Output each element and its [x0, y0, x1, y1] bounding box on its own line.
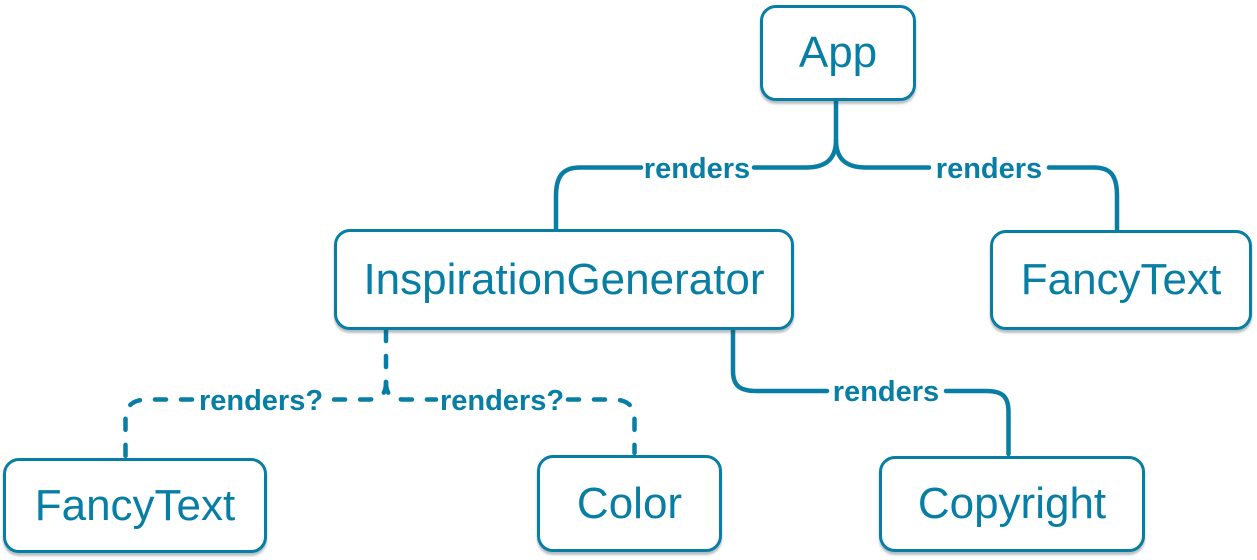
edge-label: renders: [936, 153, 1042, 185]
edge-line-dashed: [383, 379, 439, 402]
node-label: FancyText: [34, 480, 236, 530]
edge-line-dashed: [329, 327, 389, 402]
node-copyright: Copyright: [879, 456, 1145, 552]
edge-line: [1046, 165, 1120, 233]
edge-label: renders?: [440, 385, 564, 417]
edge-line: [730, 327, 830, 394]
edge-label: renders?: [199, 385, 323, 417]
edge-app-fancytext: renders: [833, 137, 1120, 233]
node-app: App: [760, 5, 916, 101]
edge-inspirationgenerator-copyright: renders: [730, 327, 1011, 457]
edge-line-dashed: [123, 397, 195, 459]
node-label: InspirationGenerator: [363, 254, 765, 304]
edge-line-dashed: [565, 397, 637, 456]
edge-line: [943, 388, 1011, 457]
node-label: App: [798, 28, 878, 77]
edge-app-inspirationgenerator: renders: [553, 98, 839, 232]
node-label: Copyright: [917, 479, 1107, 528]
node-label: FancyText: [1020, 255, 1222, 304]
edge-line: [553, 165, 644, 232]
node-inspiration-generator: InspirationGenerator: [334, 229, 794, 330]
node-label: Color: [576, 478, 683, 528]
edge-line: [751, 98, 839, 170]
edge-inspirationgenerator-fancytext: renders?: [123, 327, 389, 459]
edge-line: [833, 137, 932, 170]
node-fancy-text-bottom: FancyText: [3, 458, 267, 553]
edge-inspirationgenerator-color: renders?: [383, 379, 637, 456]
node-color: Color: [537, 455, 722, 552]
edge-label: renders: [833, 376, 939, 408]
edge-label: renders: [644, 153, 750, 185]
node-fancy-text-top: FancyText: [990, 230, 1252, 330]
